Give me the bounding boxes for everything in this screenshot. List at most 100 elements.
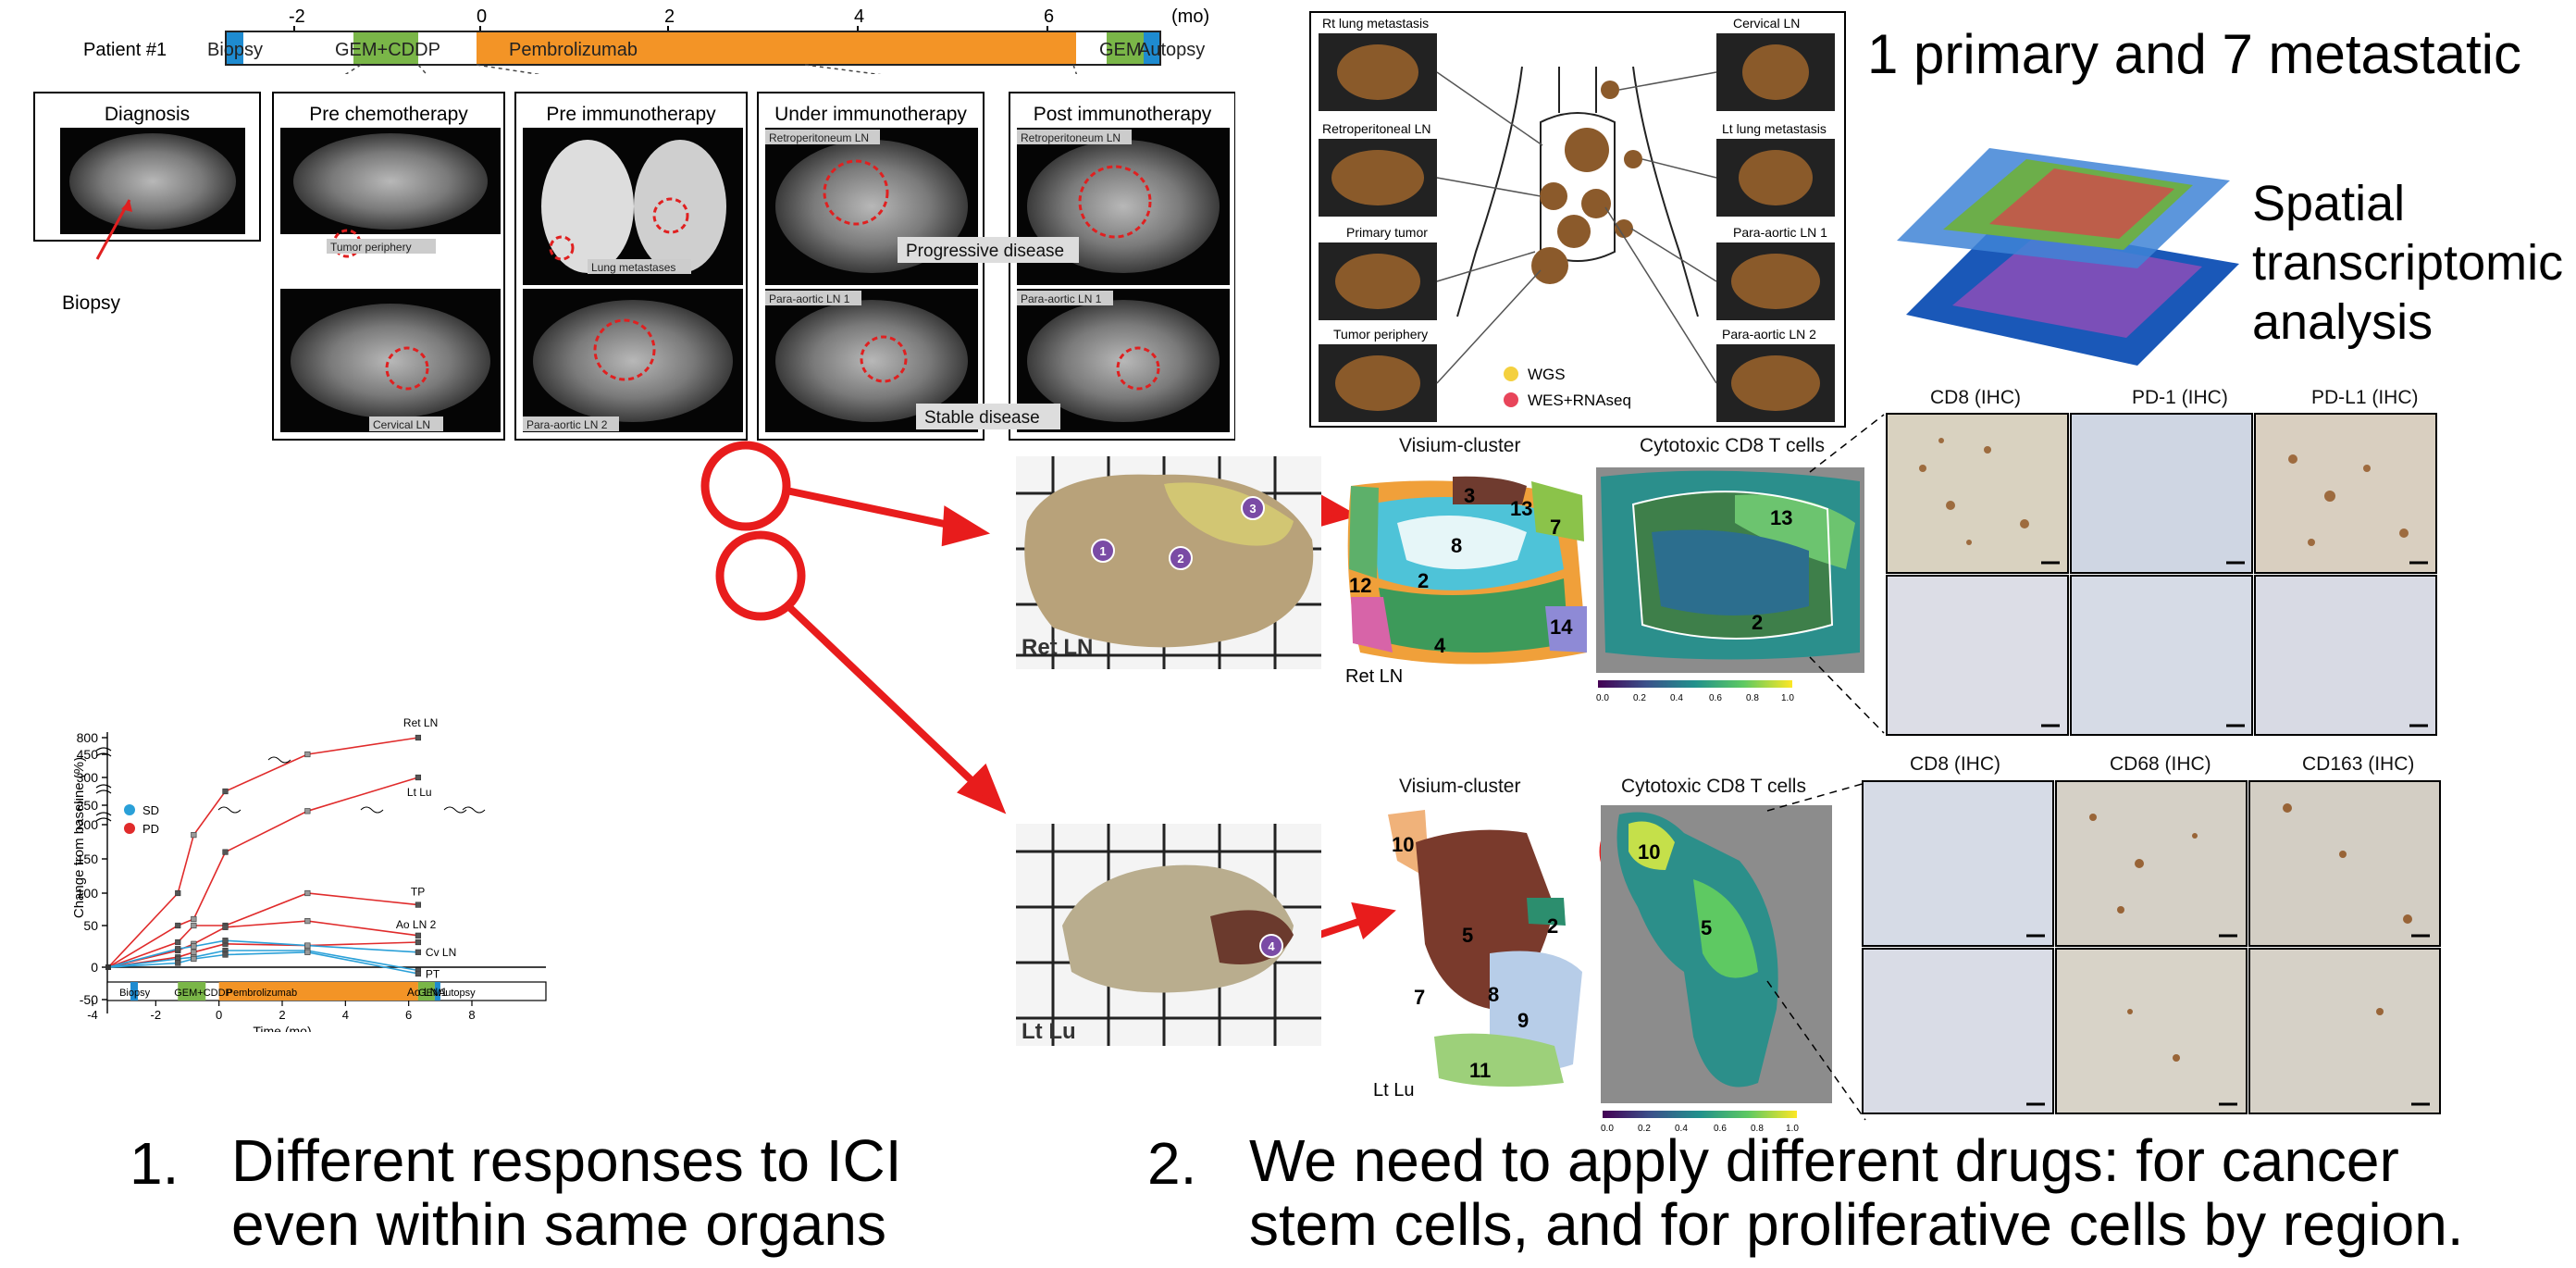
scale-tick: 1.0 [1786,1124,1799,1134]
lt-lu-cd8-title: Cytotoxic CD8 T cells [1621,776,1806,797]
series-point [191,831,197,839]
series-point [415,901,422,908]
ihc-title: CD68 (IHC) [2110,753,2211,775]
cluster-label: 7 [1414,986,1425,1009]
timeline-unit: (mo) [1171,6,1209,27]
organ-shapes [1531,81,1642,284]
spot-label: 1 [1099,544,1106,558]
label-cervical-ln: Cervical LN [373,418,430,431]
sample-label: Cervical LN [1733,16,1800,31]
ret-ln-specimen: 1 2 3 Ret LN [1016,456,1321,669]
series-point [415,949,422,955]
lt-lu-zoom-lines [1766,782,1866,1121]
seg-gem-cddp: GEM+CDDP [335,40,440,60]
seg-pembrolizumab: Pembrolizumab [509,40,638,60]
legend-wgs-dot [1504,367,1518,381]
sample-label: Lt lung metastasis [1722,121,1827,136]
lt-lu-cd8-map: 10 5 0.0 0.2 0.4 0.6 0.8 1.0 [1601,805,1832,1134]
series-line [108,951,419,975]
axis-break [95,747,112,757]
series-label: TP [411,886,425,899]
series-point [415,774,422,781]
sample-label: Para-aortic LN 2 [1722,327,1816,342]
ct-scan-images [60,128,1230,432]
ret-ln-zoom-lines [1809,414,1885,734]
lt-lu-ihc-grid [1862,780,2441,1114]
x-axis-label: Time (mo) [253,1024,311,1032]
series-point [304,751,311,758]
cluster-label: 2 [1418,569,1429,592]
series-line [107,892,419,968]
lt-lu-specimen: 4 Lt Lu [1016,824,1321,1046]
y-tick-label: 200 [77,817,99,832]
ihc-title: PD-L1 (IHC) [2311,387,2419,408]
sample-label: Tumor periphery [1333,327,1428,342]
bar-gem-cddp [178,982,206,1001]
spatial-label: Spatial transcriptomic analysis [2252,174,2563,352]
line-break-mark [443,806,467,814]
series-label: PT [426,968,440,981]
series-label: Ret LN [403,716,438,729]
panel-title-diagnosis: Diagnosis [105,104,190,125]
bar-gem [417,982,435,1001]
cd8-cluster-label: 5 [1701,916,1712,939]
series-point [175,946,181,952]
specimen-label: Ret LN [1022,635,1093,660]
series-line [107,950,419,972]
series-point [415,734,422,741]
series-point [222,788,229,795]
label-lung-metastases: Lung metastases [591,261,675,274]
series-point [175,939,181,946]
cluster-label: 3 [1464,484,1475,507]
cluster-label: 8 [1451,534,1462,557]
y-tick-label: -50 [80,992,98,1007]
y-tick-label: 250 [77,798,99,813]
specimen-label: Lt Lu [1022,1019,1076,1044]
treatment-timeline: -2 0 2 4 6 (mo) Patient #1 Biopsy GEM+CD… [83,6,1209,74]
visium-specimen-label: Lt Lu [1373,1080,1414,1100]
legend-wes: WES+RNAseq [1528,392,1631,409]
panel-title-post-immuno: Post immunotherapy [1034,104,1212,125]
ret-ln-visium-cluster: 3 13 7 8 2 12 4 14 Ret LN [1345,476,1587,687]
bar-label-autopsy: Autopsy [439,988,476,999]
label-retroperitoneum-ln: Retroperitoneum LN [769,131,869,144]
timeline-tick: 0 [477,6,487,27]
cluster-label: 12 [1349,574,1371,597]
line-break-mark [267,756,291,764]
label-stable-disease: Stable disease [924,408,1040,428]
cluster-label: 4 [1434,634,1446,657]
sample-label: Primary tumor [1346,225,1428,240]
conclusion-line: stem cells, and for proliferative cells … [1249,1191,2464,1259]
colorscale-bar [1598,680,1792,688]
cluster-label: 14 [1550,615,1573,639]
timeline-tick: 4 [854,6,864,27]
series-point [191,955,197,963]
specimen-thumbnails [1319,33,1835,422]
series-point [222,849,229,855]
ihc-stain-dots [2089,803,2412,1062]
series-line [107,920,419,968]
ihc-stain-dots [1919,438,2409,546]
scale-tick: 0.6 [1714,1124,1727,1134]
series-point [191,949,197,955]
patient-label: Patient #1 [83,40,167,60]
cluster-label: 11 [1469,1059,1491,1082]
y-tick-label: 450 [77,747,99,762]
sampling-diagram: Rt lung metastasis Retroperitoneal LN Pr… [1309,11,1846,428]
timeline-tick: 2 [664,6,675,27]
axis-break [95,784,112,794]
bar-autopsy [434,982,440,1001]
biopsy-arrow-label: Biopsy [62,292,121,314]
series-label: Lt Lu [407,786,432,799]
x-tick-label: 0 [216,1008,222,1022]
cd8-cluster-label: 2 [1752,611,1763,634]
cd8-cluster-label: 10 [1638,840,1660,864]
scale-tick: 0.4 [1675,1124,1688,1134]
series-point [105,964,111,970]
series-point [191,922,197,929]
x-tick-label: 6 [405,1008,412,1022]
cluster-label: 9 [1517,1009,1529,1032]
label-para-aortic-ln2: Para-aortic LN 2 [526,418,608,431]
bar-label-pembrolizumab: Pembrolizumab [227,988,297,999]
